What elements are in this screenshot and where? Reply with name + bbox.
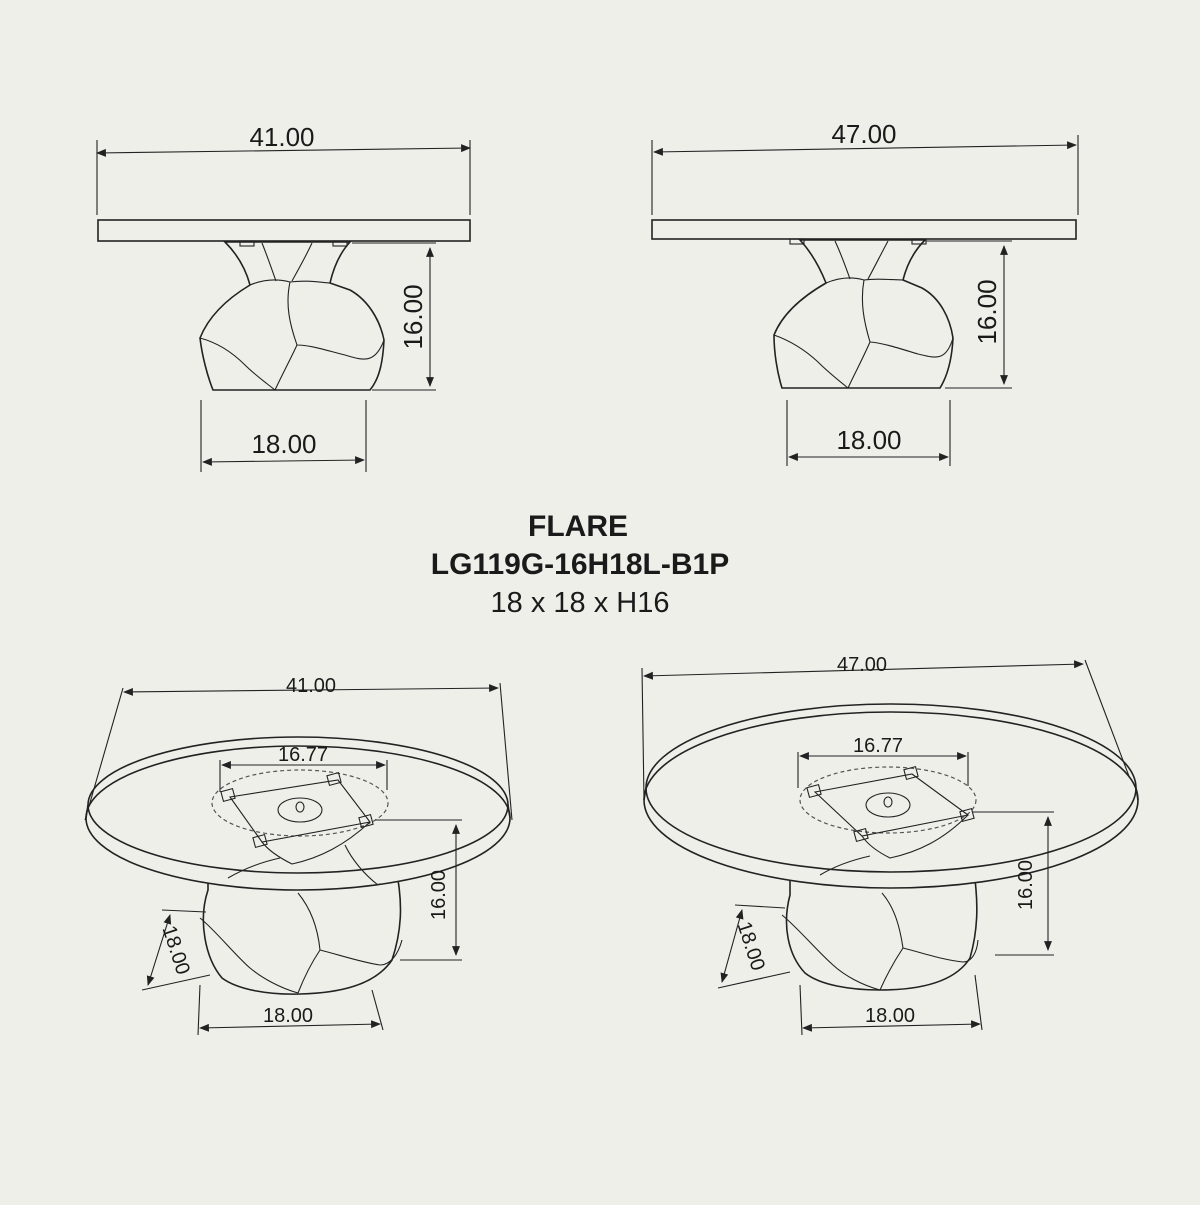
dim-plate-width-iso-small: 16.77	[278, 744, 328, 766]
iso-view-large: 47.00 16.77 16.00 18.00	[641, 654, 1139, 1036]
dim-base-width-iso-large: 18.00	[865, 1005, 915, 1027]
product-code: LG119G-16H18L-B1P	[431, 548, 729, 581]
dim-top-width-iso-large: 47.00	[837, 654, 887, 676]
dim-height-iso-large: 16.00	[1015, 860, 1037, 910]
dim-top-width-iso-small: 41.00	[286, 675, 336, 697]
pedestal-large	[773, 239, 954, 389]
tabletop-small	[97, 219, 471, 242]
product-size: 18 x 18 x H16	[491, 587, 670, 619]
iso-view-small: 41.00 16.77 16.00	[84, 675, 513, 1036]
pedestal-small	[199, 241, 385, 391]
product-name: FLARE	[528, 510, 628, 543]
dim-height-small: 16.00	[398, 284, 428, 349]
tabletop-large	[651, 219, 1077, 240]
title-block: FLARE LG119G-16H18L-B1P 18 x 18 x H16	[431, 510, 729, 619]
dim-depth-iso-small: 18.00	[158, 923, 194, 977]
tabletop-iso-small	[85, 745, 511, 891]
dim-depth-iso-large: 18.00	[733, 919, 769, 973]
dim-height-iso-small: 16.00	[428, 870, 450, 920]
dim-top-width-small: 41.00	[249, 122, 314, 152]
dim-base-width-small: 18.00	[251, 429, 316, 459]
dim-base-width-iso-small: 18.00	[263, 1005, 313, 1027]
dim-top-width-large: 47.00	[831, 119, 896, 149]
dim-height-large: 16.00	[972, 279, 1002, 344]
front-view-small: 41.00 16.00 18.00	[96, 122, 471, 472]
front-view-large: 47.00 16.00 18.00	[651, 119, 1079, 466]
dim-base-width-large: 18.00	[836, 425, 901, 455]
dim-plate-width-iso-large: 16.77	[853, 735, 903, 757]
